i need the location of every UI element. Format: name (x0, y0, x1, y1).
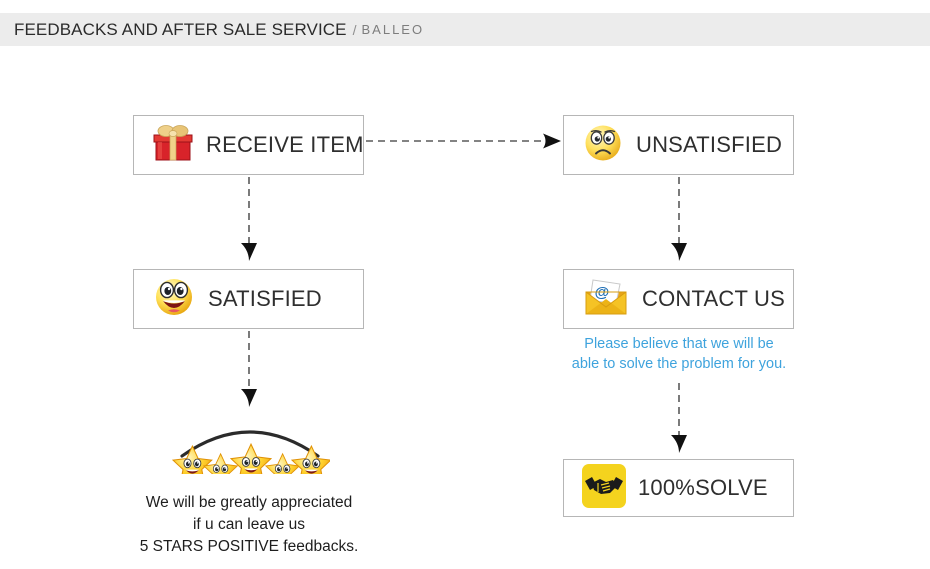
connector-unsatisfied-to-contact (665, 177, 693, 263)
connector-receive-to-unsatisfied (366, 131, 564, 151)
smiley-sad-icon (582, 122, 624, 169)
rating-caption-line-2: if u can leave us (192, 516, 305, 533)
header-separator: / (352, 21, 357, 38)
page-title: FEEDBACKS AND AFTER SALE SERVICE (14, 19, 347, 39)
rating-caption-line-3: 5 STARS POSITIVE feedbacks. (139, 538, 359, 555)
flow-node-label: RECEIVE ITEM (206, 132, 364, 157)
smiley-happy-icon (152, 275, 196, 324)
flow-node-label: 100%SOLVE (638, 475, 768, 500)
flow-node-contact-us[interactable]: @ CONTACT US (563, 269, 794, 329)
flow-node-solve[interactable]: 100%SOLVE (563, 459, 794, 517)
brand-name: BALLEO (361, 22, 425, 37)
flow-node-receive-item[interactable]: RECEIVE ITEM (133, 115, 364, 175)
connector-receive-to-satisfied (235, 177, 263, 263)
star-4 (265, 453, 300, 474)
star-3 (230, 443, 272, 474)
flow-node-label: SATISFIED (208, 286, 322, 311)
contact-note-line-1: Please believe that we will be (584, 336, 774, 352)
connector-satisfied-to-stars (235, 331, 263, 409)
email-envelope-icon: @ (582, 276, 630, 323)
gift-box-icon (152, 123, 194, 168)
handshake-icon (582, 463, 626, 513)
star-1 (172, 445, 213, 474)
flow-node-unsatisfied[interactable]: UNSATISFIED (563, 115, 794, 175)
flow-node-label: UNSATISFIED (636, 132, 783, 157)
contact-note: Please believe that we will be able to s… (540, 334, 818, 374)
flow-node-satisfied[interactable]: SATISFIED (133, 269, 364, 329)
star-2 (203, 453, 238, 474)
contact-note-line-2: able to solve the problem for you. (571, 356, 787, 372)
rating-caption-line-1: We will be greatly appreciated (145, 494, 353, 511)
connector-contact-to-solve (665, 383, 693, 455)
page-header: FEEDBACKS AND AFTER SALE SERVICE / BALLE… (0, 13, 930, 46)
rating-caption: We will be greatly appreciated if u can … (108, 492, 390, 558)
star-5 (291, 445, 330, 474)
flow-node-label: CONTACT US (642, 286, 785, 311)
five-star-rating (170, 404, 330, 474)
